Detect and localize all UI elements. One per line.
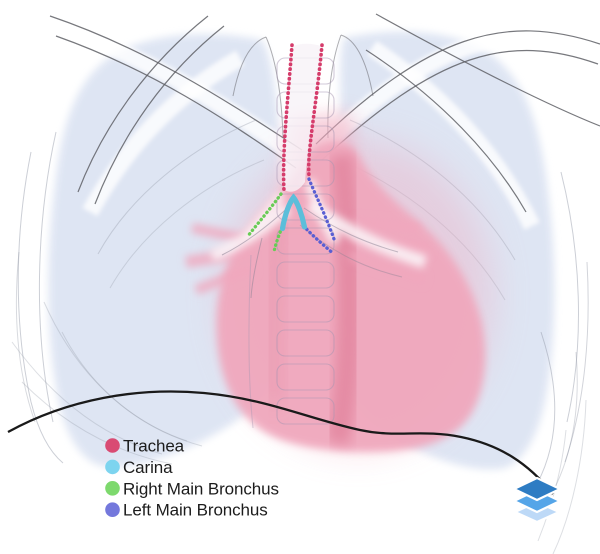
trachea-dotted-line-right xyxy=(306,43,324,178)
trachea-legend-label: Trachea xyxy=(123,437,185,456)
left-main-bronchus-legend-label: Left Main Bronchus xyxy=(123,501,268,520)
legend: Trachea Carina Right Main Bronchus Left … xyxy=(105,437,279,520)
trachea-legend-dot xyxy=(105,438,120,453)
trachea-dotted-line-left xyxy=(281,43,294,193)
right-main-bronchus-legend-dot xyxy=(105,481,120,496)
carina-legend-dot xyxy=(105,459,120,475)
legend-item-left-main-bronchus: Left Main Bronchus xyxy=(105,501,268,520)
right-main-bronchus-dotted-line-medial xyxy=(272,217,288,252)
right-main-bronchus-legend-label: Right Main Bronchus xyxy=(123,479,279,498)
left-main-bronchus-legend-dot xyxy=(105,502,120,517)
heart-shadow-strip xyxy=(325,153,361,447)
carina-legend-label: Carina xyxy=(123,458,173,477)
carina-line xyxy=(279,193,308,232)
layers-icon[interactable] xyxy=(512,476,562,524)
clavicle-lines xyxy=(49,13,600,230)
diaphragm-line xyxy=(7,390,554,495)
legend-item-carina: Carina xyxy=(105,458,173,477)
right-main-bronchus-dotted-line-lateral xyxy=(245,192,283,239)
legend-item-right-main-bronchus: Right Main Bronchus xyxy=(105,479,279,498)
layers-icon-top-layer xyxy=(512,476,562,502)
tracheal-air-column xyxy=(283,43,321,192)
legend-item-trachea: Trachea xyxy=(105,437,185,456)
airway-annotations xyxy=(245,43,336,254)
left-main-bronchus-dotted-line-lateral xyxy=(307,177,336,241)
